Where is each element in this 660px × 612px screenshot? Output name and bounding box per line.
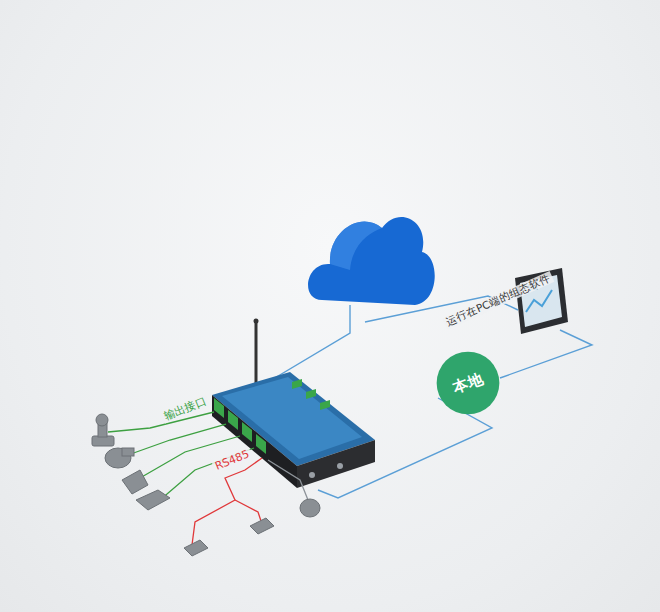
field-devices (92, 414, 320, 556)
node-text: 本地 (451, 369, 486, 397)
output-wires (108, 412, 254, 500)
rs485-wires (192, 458, 262, 545)
cloud-icon (308, 217, 435, 305)
sensor-wire (268, 460, 308, 500)
gateway-device (212, 319, 375, 489)
rs485-label: RS485 (212, 448, 253, 474)
local-circle: 本地 (436, 351, 500, 415)
